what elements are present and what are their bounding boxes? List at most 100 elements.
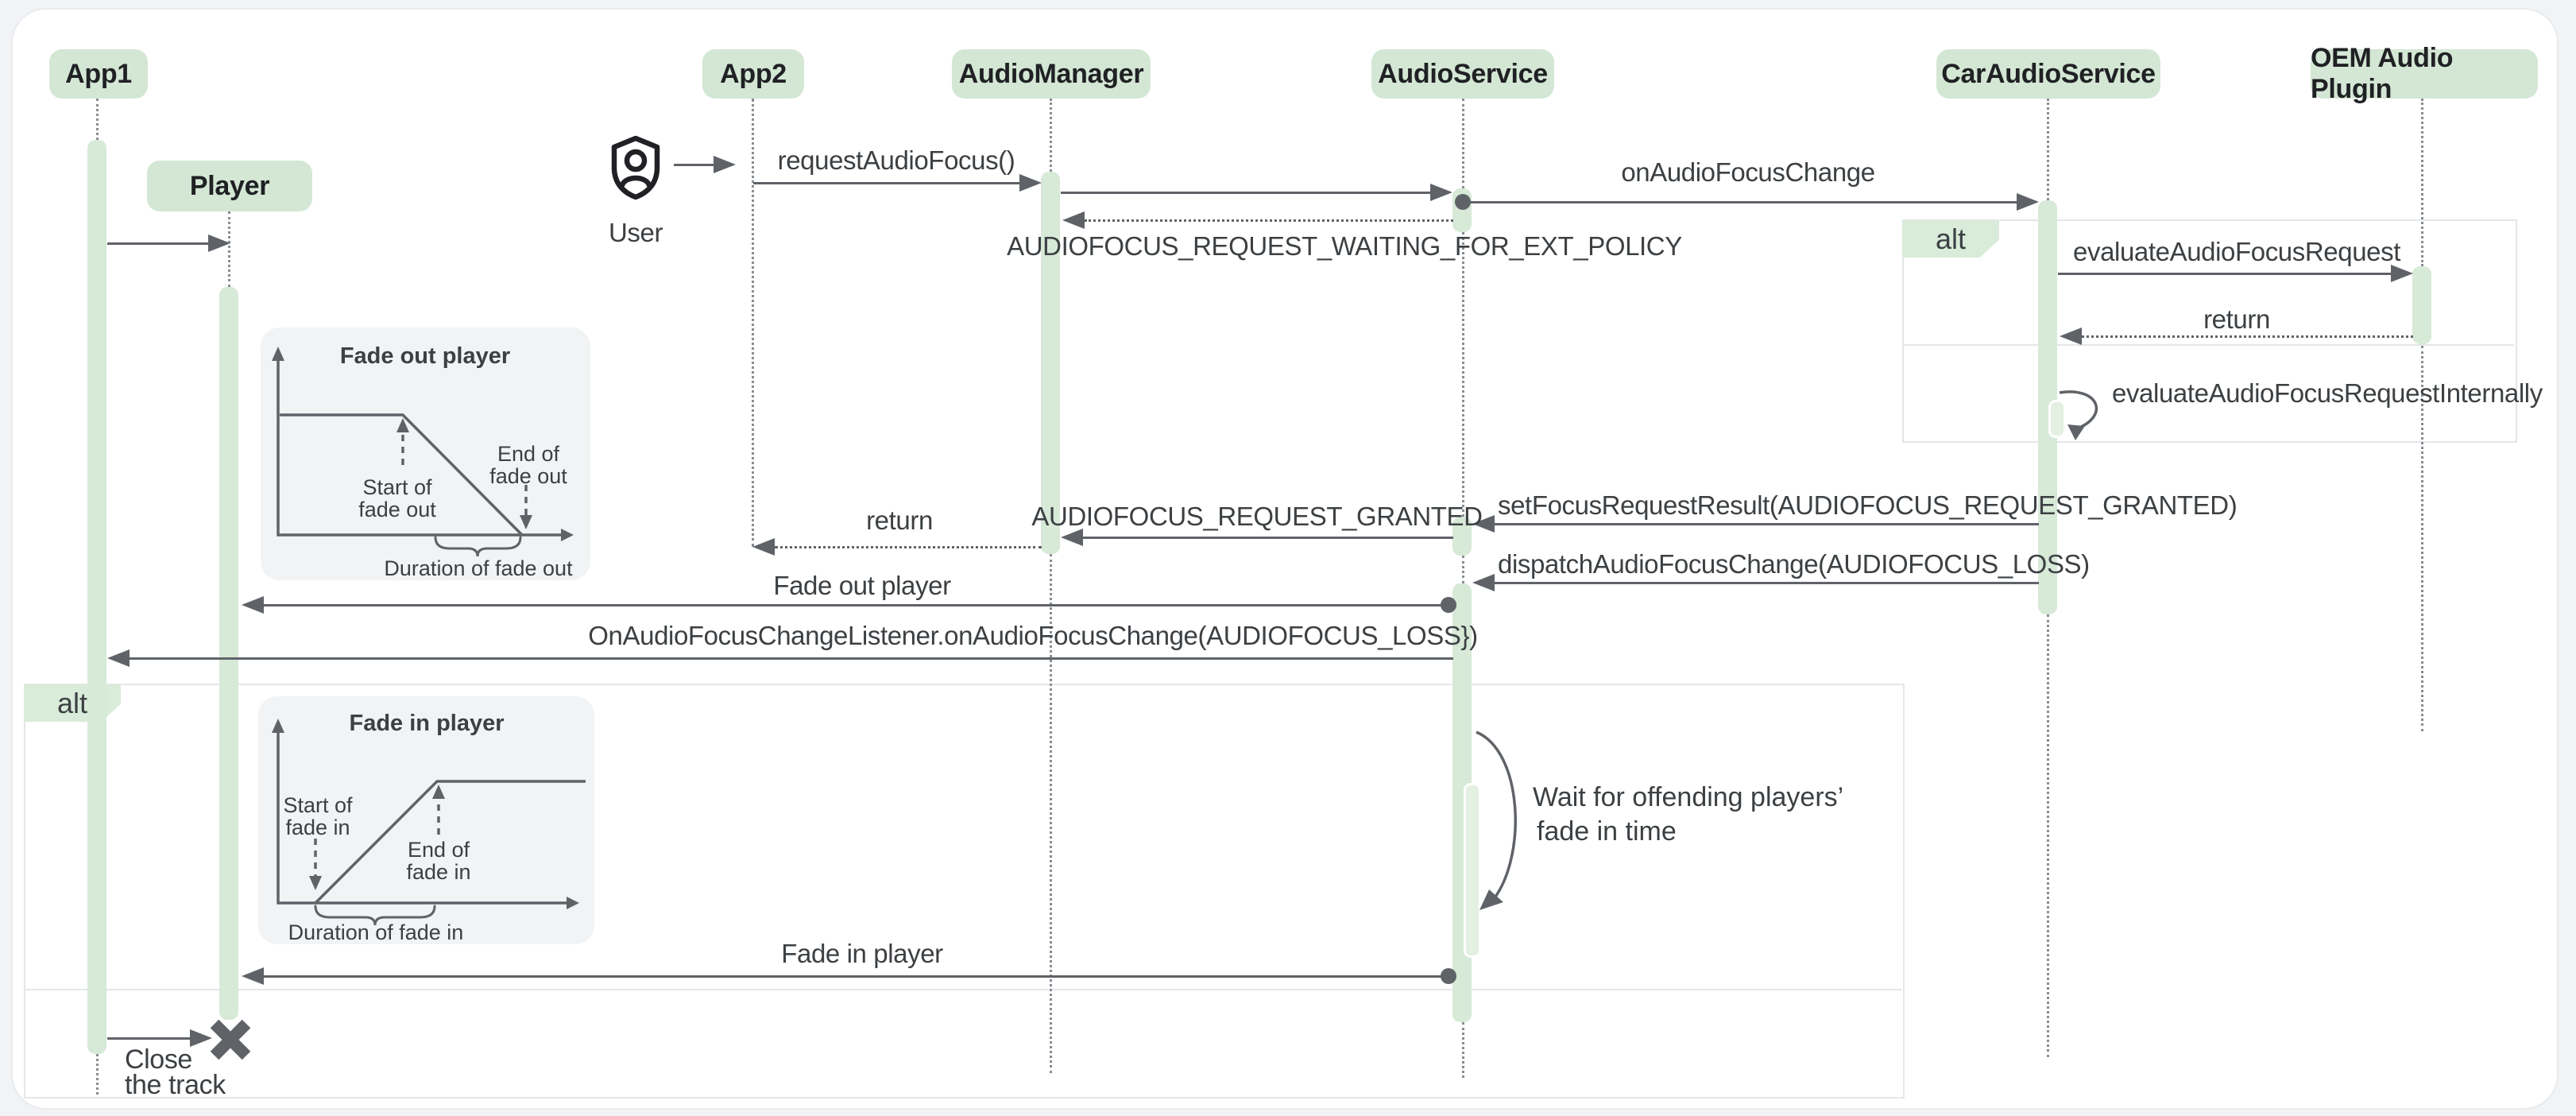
message-line [1083,537,1453,539]
message-close-line2: the track [125,1070,226,1100]
note-wait-line2: fade in time [1537,816,1677,847]
message-line [1495,582,2039,584]
message-line [264,975,1449,978]
activation-player [219,287,238,1020]
alt-fragment-right-label: alt [1902,220,1999,258]
lifeline-app1 [96,99,99,140]
fade-out-chart-plot [272,347,574,557]
fade-out-end-label-1: End of [497,442,560,466]
message-line [1061,192,1430,194]
message-fade-in-player: Fade in player [781,939,943,968]
fade-out-end-label-2: fade out [489,464,567,488]
message-start-dot [1441,968,1456,984]
arrowhead-icon [2391,265,2413,282]
arrowhead-icon [2060,327,2082,345]
message-line-dashed [1085,219,1453,222]
alt-label-text: alt [56,686,88,719]
lifeline-caraudioservice [2047,99,2049,200]
arrowhead-icon [242,967,264,985]
alt-fragment-right-divider [1902,344,2514,346]
message-line [130,657,1453,660]
message-line-dashed [775,546,1042,548]
message-evaluate-internally: evaluateAudioFocusRequestInternally [2112,378,2543,408]
self-loop-audioservice-wait [1476,730,1517,910]
header-label: Player [189,170,270,201]
message-line [1463,201,2017,203]
user-shield-icon [611,135,660,200]
fade-in-start-label-1: Start of [283,793,353,817]
alt-label-text: alt [1935,222,1967,255]
lifeline-header-caraudioservice: CarAudioService [1936,49,2160,99]
message-return-app2: return [866,506,933,535]
message-waiting-ext-policy: AUDIOFOCUS_REQUEST_WAITING_FOR_EXT_POLIC… [1007,231,1682,261]
activation-audiomanager [1041,172,1060,554]
arrowhead-icon [1472,515,1495,533]
lifeline-audioservice-mid2 [1462,556,1464,583]
activation-audioservice-nested [1464,783,1481,958]
lifeline-audioservice-mid [1462,232,1464,517]
header-label: AudioManager [958,58,1144,89]
arrowhead-icon [208,234,230,252]
message-start-dot [1441,597,1456,613]
fade-out-start-label-1: Start of [362,475,432,499]
lifeline-caraudioservice-tail [2047,614,2049,1057]
header-label: App2 [720,58,787,89]
note-wait-line1: Wait for offending players’ [1533,782,1844,812]
fade-in-chart-title: Fade in player [349,711,505,736]
arrowhead-icon [714,156,736,173]
message-set-focus-result: setFocusRequestResult(AUDIOFOCUS_REQUEST… [1498,490,2238,520]
message-line [107,242,208,245]
lifeline-oem-tail [2421,346,2423,731]
header-label: App1 [65,58,132,89]
header-label: OEM Audio Plugin [2311,43,2454,104]
fade-out-chart-title: Fade out player [339,343,511,369]
fade-in-end-label-2: fade in [406,860,471,884]
message-on-audio-focus-change: onAudioFocusChange [1621,157,1875,187]
alt-fragment-right [1902,219,2517,443]
arrowhead-icon [2017,193,2039,211]
lifeline-header-oem: OEM Audio Plugin [2311,43,2538,104]
message-start-dot [1455,194,1471,210]
message-line [1495,523,2039,525]
message-line-dashed [2082,335,2413,338]
fade-in-end-label-1: End of [407,838,470,862]
header-label: AudioService [1378,58,1548,89]
lifeline-app2 [752,99,754,547]
message-dispatch-change: dispatchAudioFocusChange(AUDIOFOCUS_LOSS… [1498,549,2090,579]
self-loop-caraudioservice [2059,390,2098,440]
lifeline-header-app1: App1 [49,49,148,99]
activation-app1 [87,140,106,1054]
message-request-audio-focus: requestAudioFocus() [777,145,1015,175]
lifeline-header-audiomanager: AudioManager [952,49,1151,99]
fade-in-chart-plot [272,719,586,926]
lifeline-header-audioservice: AudioService [1371,49,1554,99]
lifeline-oem [2421,99,2423,266]
arrowhead-icon [1061,529,1083,546]
lifeline-audiomanager-tail [1050,554,1052,1073]
message-listener-callback: OnAudioFocusChangeListener.onAudioFocusC… [588,621,1478,650]
arrowhead-icon [1019,174,1042,192]
message-line [753,182,1019,184]
fade-out-start-label-2: fade out [358,498,436,521]
destroy-x-icon [210,1019,251,1060]
lifeline-audioservice-tail [1462,1022,1464,1078]
alt-fragment-left-divider [24,989,1901,990]
activation-oem [2412,266,2431,344]
arrowhead-icon [190,1029,212,1047]
message-close-line1: Close [125,1044,192,1075]
message-line [264,604,1449,606]
lifeline-app1-tail [96,1054,99,1095]
message-fade-out-player: Fade out player [773,571,951,600]
arrowhead-icon [242,596,264,614]
arrowhead-icon [1430,184,1452,201]
arrowhead-icon [752,538,775,556]
fade-in-start-label-2: fade in [285,816,350,839]
message-request-granted: AUDIOFOCUS_REQUEST_GRANTED [1031,502,1483,531]
header-label: CarAudioService [1941,58,2156,89]
arrowhead-icon [1062,211,1085,229]
lifeline-audioservice [1462,99,1464,188]
actor-label: User [608,218,663,247]
message-evaluate-request: evaluateAudioFocusRequest [2073,237,2400,266]
activation-audioservice-2 [1452,517,1472,556]
